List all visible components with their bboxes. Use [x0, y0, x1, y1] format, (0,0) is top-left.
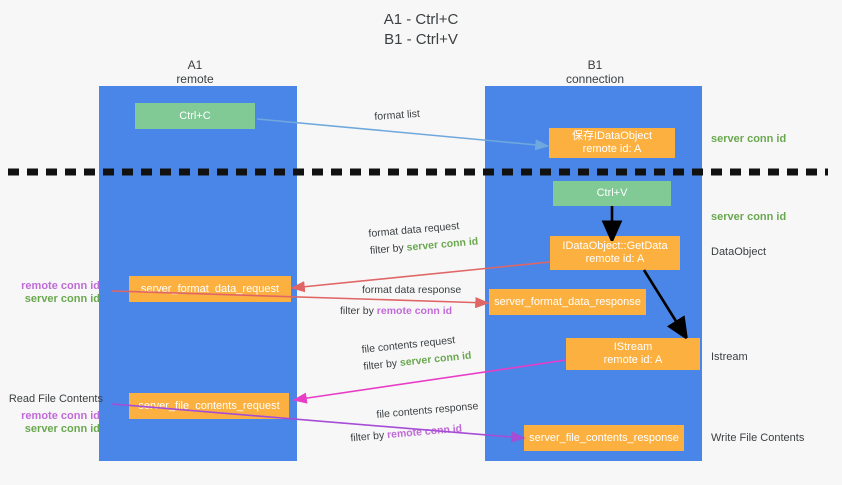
node-server-file-contents-response-label: server_file_contents_response: [529, 431, 679, 444]
lane-b1-sub: connection: [565, 72, 625, 86]
side-label-write-file-contents: Write File Contents: [711, 432, 805, 444]
side-label-server-conn-id-mid: server conn id: [711, 211, 787, 223]
edge-label-fdres-filter-value: remote conn id: [376, 305, 453, 317]
node-server-format-data-request-label: server_format_data_request: [140, 282, 280, 295]
side-label-remote-conn-id-1: remote conn id: [21, 280, 100, 292]
node-ctrl-v-label: Ctrl+V: [596, 187, 628, 199]
side-label-server-conn-id-1: server conn id: [24, 293, 100, 305]
arrow-format-list: [256, 118, 550, 151]
node-ctrl-c-label: Ctrl+C: [179, 109, 211, 122]
node-getdata-label: IDataObject::GetData: [562, 240, 668, 252]
side-label-remote-conn-id-2: remote conn id: [21, 410, 100, 422]
edge-label-fdres-filter-prefix: filter by: [340, 305, 377, 317]
node-save-idataobject[interactable]: 保存IDataObject remote id: A: [549, 128, 675, 158]
side-label-dataobject: DataObject: [711, 246, 767, 258]
edge-label-fdres-title: format data response: [362, 284, 462, 296]
arrow-file-contents-response: [111, 403, 526, 443]
node-server-format-data-response[interactable]: server_format_data_response: [489, 289, 646, 315]
side-label-server-conn-id-2: server conn id: [24, 423, 100, 435]
side-label-istream: Istream: [711, 351, 748, 363]
lane-header-a1: A1 remote: [120, 58, 270, 86]
side-label-server-conn-id-top: server conn id: [711, 133, 787, 145]
arrow-format-data-response: [111, 290, 490, 309]
title-line-1: A1 - Ctrl+C: [383, 11, 459, 28]
node-ctrl-c[interactable]: Ctrl+C: [135, 103, 255, 129]
node-ctrl-v[interactable]: Ctrl+V: [553, 181, 671, 206]
page-title: A1 - Ctrl+C B1 - Ctrl+V: [0, 10, 842, 50]
side-label-read-file-contents: Read File Contents: [8, 393, 103, 405]
node-istream[interactable]: IStream remote id: A: [566, 338, 700, 370]
node-save-idataobject-remote-id: remote id: A: [582, 143, 642, 155]
node-server-file-contents-response[interactable]: server_file_contents_response: [524, 425, 684, 451]
node-getdata-remote-id: remote id: A: [585, 253, 645, 265]
lane-header-b1: B1 connection: [520, 58, 670, 86]
node-server-format-data-response-label: server_format_data_response: [494, 295, 641, 308]
arrow-file-contents-request: [292, 359, 567, 404]
lane-a1-name: A1: [187, 58, 203, 72]
arrow-format-data-request: [290, 261, 551, 293]
lane-b1-name: B1: [587, 58, 603, 72]
lane-a1-sub: remote: [176, 72, 214, 86]
node-save-idataobject-label: 保存IDataObject: [571, 130, 653, 142]
node-server-format-data-request[interactable]: server_format_data_request: [129, 276, 291, 302]
title-line-2: B1 - Ctrl+V: [384, 31, 458, 48]
node-idataobject-getdata[interactable]: IDataObject::GetData remote id: A: [550, 236, 680, 270]
edge-label-format-data-response: format data response filter by remote co…: [340, 284, 462, 318]
edge-label-fdres-filter: filter by remote conn id: [340, 305, 461, 318]
node-istream-label: IStream: [613, 341, 653, 353]
node-istream-remote-id: remote id: A: [603, 354, 663, 366]
arrow-getdata-to-istream: [642, 269, 684, 334]
